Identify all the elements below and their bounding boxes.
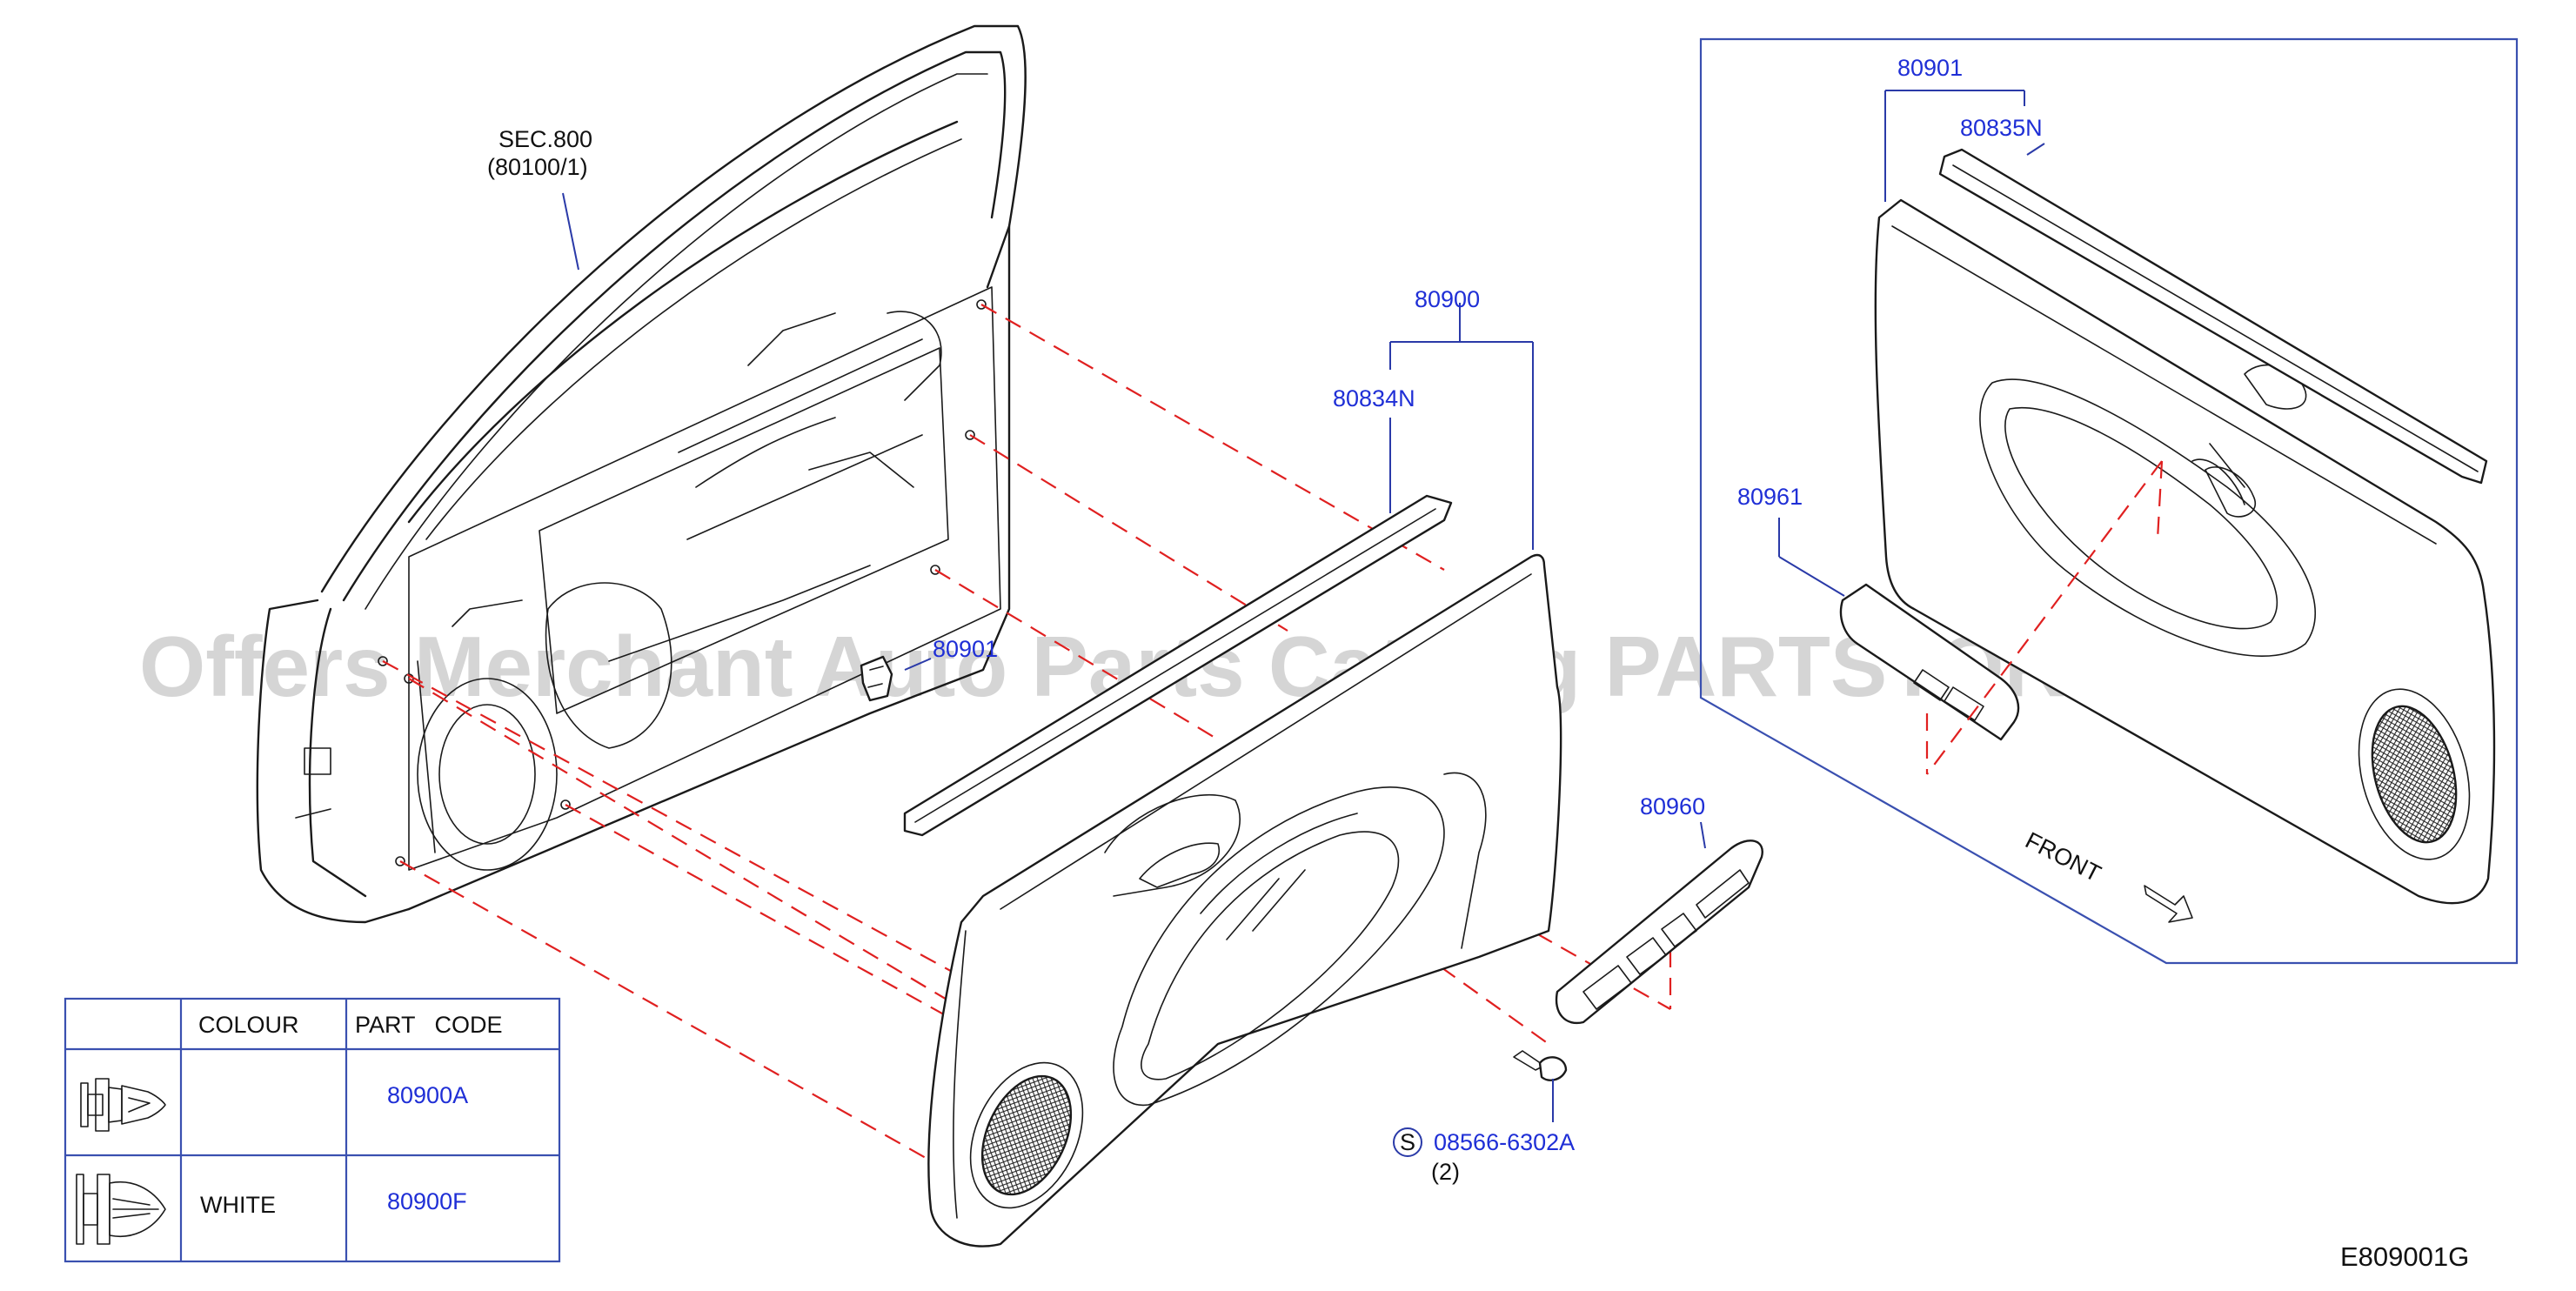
table-row-1-code: 80900A [387,1082,468,1108]
label-80901-left: 80901 [933,636,998,662]
table-header-part-code: PART CODE [355,1012,503,1038]
label-80900: 80900 [1415,286,1480,312]
label-sec-ref: (80100/1) [487,154,588,180]
label-screw-qty: (2) [1431,1159,1460,1185]
power-window-switch-80960 [1555,839,1763,1025]
diagram-code: E809001G [2340,1241,2469,1272]
screw-symbol-circle [1393,1127,1422,1157]
label-sec: SEC.800 [498,126,592,152]
front-arrow-icon [2144,885,2193,923]
door-trim-panel-80900 [927,553,1562,1248]
screw-part [1513,1050,1568,1081]
label-80961: 80961 [1737,484,1803,510]
screw-symbol-letter: S [1400,1129,1415,1155]
label-screw: 08566-6302A [1434,1129,1575,1155]
leader-lines [562,90,2045,1157]
label-80901-right: 80901 [1897,55,1963,81]
table-row-2-code: 80900F [387,1188,467,1214]
door-inner-panel [256,24,1027,924]
colour-code-table: COLOUR PART CODE 80900A WHITE 80900F [64,997,561,1263]
label-80960: 80960 [1640,793,1705,819]
table-header-colour: COLOUR [198,1012,299,1038]
label-80835n: 80835N [1960,115,2043,141]
clip-80901-part [860,655,893,702]
trim-clip-icon [80,1078,166,1132]
detail-box [1699,37,2519,965]
label-front: FRONT [2021,827,2104,887]
trim-clip-white-icon [76,1174,166,1245]
table-row-2-colour: WHITE [200,1192,276,1218]
weatherstrip-80834n [903,494,1453,837]
label-80834n: 80834N [1333,385,1415,411]
